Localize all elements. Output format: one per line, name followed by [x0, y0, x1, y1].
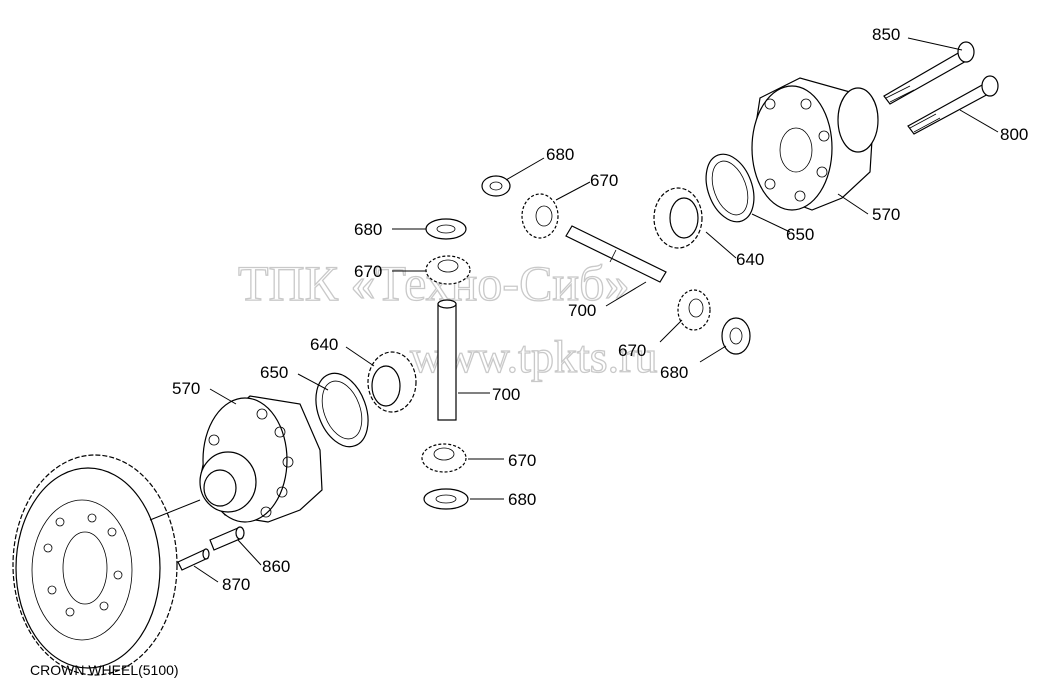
- label-700-mid: 700: [568, 301, 596, 320]
- leader-lines: [149, 37, 999, 583]
- caption-crown-wheel: CROWN WHEEL(5100): [30, 662, 179, 678]
- spider-shaft-700-lower: [437, 299, 457, 421]
- label-650-left: 650: [260, 363, 288, 382]
- washer-680-top: [481, 175, 511, 197]
- label-570-left: 570: [172, 379, 200, 398]
- label-860: 860: [262, 557, 290, 576]
- part-labels: 850 800 570 650 640 680 670 680 670 700 …: [172, 25, 1028, 594]
- pin-860: [209, 526, 245, 551]
- label-570-top: 570: [872, 205, 900, 224]
- thrust-washer-650-right: [705, 153, 755, 223]
- thrust-washer-650-left: [315, 372, 369, 448]
- label-640-left: 640: [310, 335, 338, 354]
- label-850: 850: [872, 25, 900, 44]
- label-680-right: 680: [660, 363, 688, 382]
- washer-680-right: [721, 317, 751, 355]
- label-680-lower: 680: [508, 490, 536, 509]
- differential-case-right: [751, 77, 879, 211]
- label-670-lower: 670: [508, 451, 536, 470]
- label-870: 870: [222, 575, 250, 594]
- pinion-gear-670-right: [677, 289, 711, 331]
- label-670-right: 670: [618, 341, 646, 360]
- pinion-gear-670-lower: [421, 443, 467, 473]
- label-650-right: 650: [786, 225, 814, 244]
- bolt-800: [907, 75, 999, 135]
- side-gear-640-right: [653, 187, 703, 249]
- pinion-gear-670-left: [425, 255, 471, 285]
- label-670-left: 670: [354, 262, 382, 281]
- washer-680-lower: [423, 488, 469, 510]
- pinion-gear-670-top: [521, 193, 559, 239]
- label-800: 800: [1000, 125, 1028, 144]
- label-680-left: 680: [354, 220, 382, 239]
- side-gear-640-left: [367, 351, 417, 413]
- label-680-top: 680: [546, 145, 574, 164]
- differential-case-left: [199, 395, 323, 523]
- crown-wheel: [12, 454, 178, 676]
- label-700-lower: 700: [492, 385, 520, 404]
- spider-shaft-700-mid: [565, 225, 667, 283]
- bolt-850: [883, 41, 975, 105]
- label-670-top: 670: [590, 171, 618, 190]
- pin-870: [177, 548, 210, 571]
- washer-680-left: [425, 218, 467, 240]
- label-640-right: 640: [736, 250, 764, 269]
